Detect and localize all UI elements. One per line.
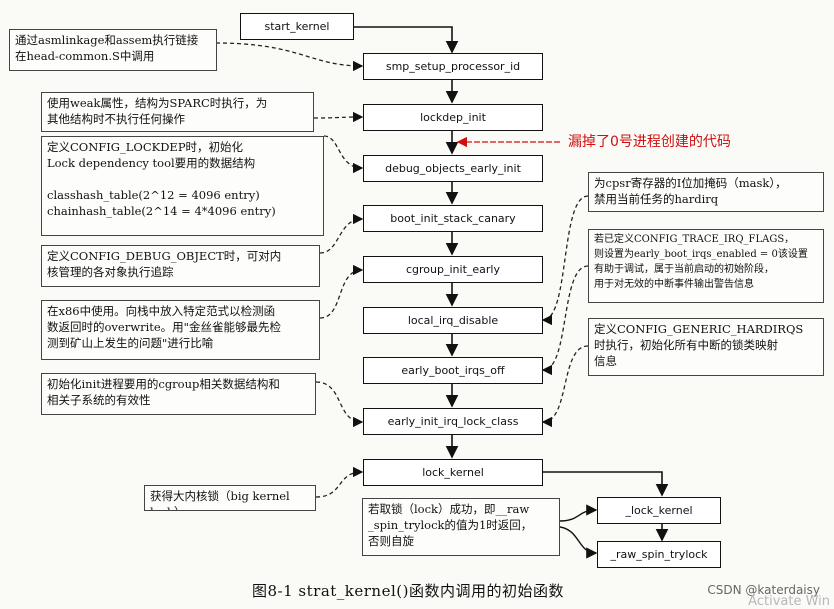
note-x86-canary: 在x86中使用。向栈中放入特定范式以检测函 数返回时的overwrite。用"金… (41, 300, 320, 360)
node-start-kernel: start_kernel (240, 13, 354, 40)
note-config-trace-irq-flags: 若已定义CONFIG_TRACE_IRQ_FLAGS， 则设置为early_bo… (588, 229, 824, 303)
node-early-boot-irqs-off: early_boot_irqs_off (363, 357, 543, 384)
note-config-debug-object: 定义CONFIG_DEBUG_OBJECT时，可对内 核管理的各对象执行追踪 (41, 245, 320, 287)
node-raw-spin-trylock: _raw_spin_trylock (597, 541, 721, 568)
figure-caption: 图8-1 strat_kernel()函数内调用的初始函数 (252, 582, 564, 600)
node-debug-objects-early-init: debug_objects_early_init (363, 155, 543, 182)
note-cgroup-init: 初始化init进程要用的cgroup相关数据结构和 相关子系统的有效性 (41, 373, 316, 415)
note-cpsr-mask: 为cpsr寄存器的I位加掩码（mask）， 禁用当前任务的hardirq (588, 172, 824, 212)
red-annotation: 漏掉了0号进程创建的代码 (568, 134, 731, 150)
node-lockdep-init: lockdep_init (363, 104, 543, 131)
activate-windows-watermark: Activate Win (748, 594, 830, 609)
node-cgroup-init-early: cgroup_init_early (363, 256, 543, 283)
node-underscore-lock-kernel: _lock_kernel (597, 497, 721, 524)
node-lock-kernel: lock_kernel (363, 459, 543, 486)
note-config-generic-hardirqs: 定义CONFIG_GENERIC_HARDIRQS 时执行，初始化所有中断的锁类… (588, 318, 824, 376)
node-early-init-irq-lock-class: early_init_irq_lock_class (363, 408, 543, 435)
node-smp-setup-processor-id: smp_setup_processor_id (363, 53, 543, 80)
note-big-kernel-lock: 获得大内核锁（big kernel lock） (144, 485, 316, 511)
csdn-watermark: CSDN @katerdaisy (707, 583, 820, 597)
node-boot-init-stack-canary: boot_init_stack_canary (363, 205, 543, 232)
node-local-irq-disable: local_irq_disable (363, 307, 543, 334)
note-asmlinkage: 通过asmlinkage和assem执行链接 在head-common.S中调用 (9, 29, 217, 71)
note-weak-attribute: 使用weak属性，结构为SPARC时执行，为 其他结构时不执行任何操作 (41, 92, 314, 132)
note-config-lockdep: 定义CONFIG_LOCKDEP时，初始化 Lock dependency to… (41, 136, 324, 236)
note-trylock: 若取锁（lock）成功，即__raw _spin_trylock的值为1时返回，… (362, 498, 560, 556)
